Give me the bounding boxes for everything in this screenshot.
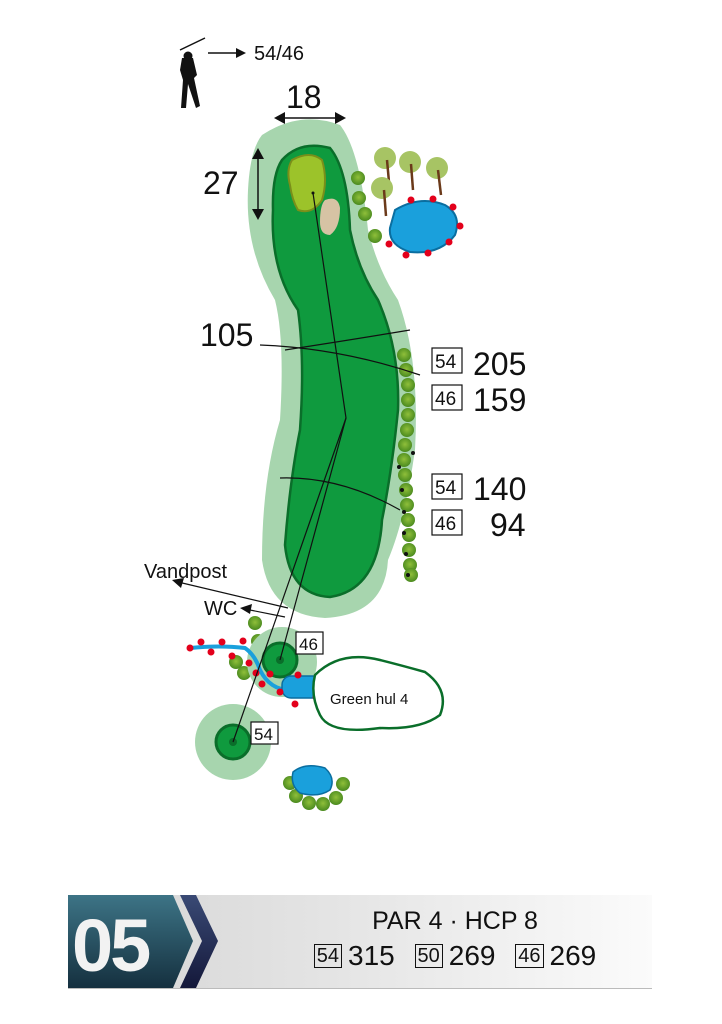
out-of-bounds-posts (397, 451, 415, 577)
hole-number-badge (68, 895, 218, 988)
marker-tee: 54 (435, 352, 457, 373)
tee-length: 269 (448, 940, 496, 971)
water-post-arrow-icon (172, 578, 184, 588)
marker-distance: 159 (473, 382, 526, 418)
marker-tee: 46 (435, 389, 456, 410)
green-width-arrow (274, 112, 346, 124)
marker-distance: 94 (490, 507, 526, 543)
tee-box-label: 46 (515, 944, 544, 968)
green-hole-4-outline (312, 655, 445, 732)
tee-box-label: 54 (313, 944, 343, 968)
bushes (229, 171, 418, 811)
carry-distance: 105 (200, 317, 253, 353)
wc-label: WC (204, 598, 237, 620)
putting-green (287, 154, 326, 213)
tee-46-label: 46 (299, 635, 318, 654)
chevron-icon (180, 895, 218, 988)
fairway (271, 144, 400, 599)
marker-tee: 54 (435, 478, 457, 499)
tree-icons (371, 147, 448, 217)
hole-map: 54/46 Green hul 4 (144, 37, 526, 811)
bunker (320, 198, 340, 235)
golfer-icon (179, 37, 206, 108)
tee-box-label: 50 (414, 944, 443, 968)
arrow-icon (208, 48, 246, 58)
wc-arrow-icon (240, 604, 252, 614)
green-width: 18 (286, 79, 322, 115)
creek (189, 644, 291, 692)
marker-distance: 205 (473, 346, 526, 382)
green-hole-4-label: Green hul 4 (330, 691, 408, 708)
tee-54-label: 54 (254, 725, 273, 744)
play-lines (177, 192, 421, 743)
tees-label: 54/46 (254, 43, 304, 65)
marker-tee: 46 (435, 514, 456, 535)
water-post-label: Vandpost (144, 561, 227, 583)
green-depth: 27 (203, 165, 239, 201)
out-of-bounds-markers (385, 195, 464, 259)
tee-length: 269 (549, 940, 597, 971)
tee-length: 315 (348, 940, 395, 971)
hole-number: 05 (72, 904, 151, 987)
par-hcp: PAR 4 · HCP 8 (372, 907, 538, 935)
marker-distance: 140 (473, 471, 526, 507)
pond-bottom (291, 765, 333, 796)
green-depth-arrow (252, 148, 264, 220)
